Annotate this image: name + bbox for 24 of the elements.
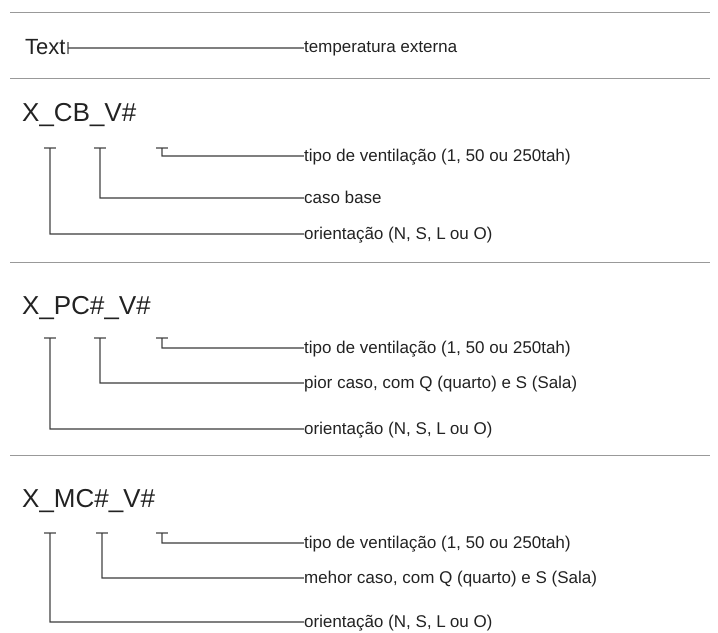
description-text: orientação (N, S, L ou O)	[304, 611, 492, 633]
leader-line	[155, 532, 304, 544]
leader-line	[155, 337, 304, 349]
description-text: tipo de ventilação (1, 50 ou 250tah)	[304, 337, 571, 359]
leader-line	[43, 337, 304, 430]
leader-line	[43, 147, 304, 235]
description-text: caso base	[304, 187, 382, 209]
description-text: pior caso, com Q (quarto) e S (Sala)	[304, 372, 578, 394]
code-name: X_PC#_V#	[22, 290, 151, 338]
leader-line	[93, 337, 304, 384]
leader-line	[95, 532, 304, 579]
description-text: temperatura externa	[304, 36, 458, 58]
leader-line	[93, 147, 304, 199]
description-text: tipo de ventilação (1, 50 ou 250tah)	[304, 145, 571, 167]
code-name: X_CB_V#	[22, 97, 136, 148]
description-text: tipo de ventilação (1, 50 ou 250tah)	[304, 532, 571, 554]
leader-line	[67, 41, 304, 55]
code-name: X_MC#_V#	[22, 483, 155, 533]
sample-label: Text	[25, 32, 68, 62]
description-text: orientação (N, S, L ou O)	[304, 223, 492, 245]
description-text: mehor caso, com Q (quarto) e S (Sala)	[304, 567, 597, 589]
leader-line	[155, 147, 304, 157]
leader-line	[43, 532, 304, 623]
description-text: orientação (N, S, L ou O)	[304, 418, 492, 440]
